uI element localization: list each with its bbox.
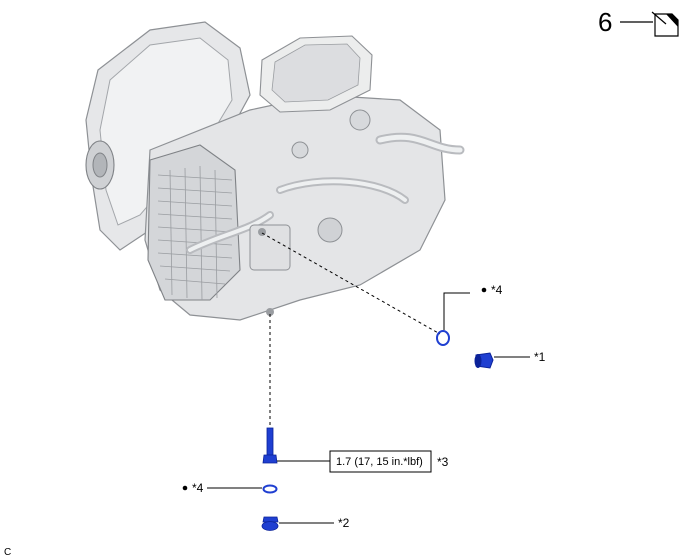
callout-2: *2 — [338, 516, 350, 530]
callout-4b-dot — [182, 485, 188, 491]
step-number: 6 — [598, 7, 612, 37]
leader-dashed-oring — [261, 232, 441, 335]
callout-3: *3 — [437, 455, 449, 469]
callout-4b: *4 — [192, 481, 204, 495]
replace-part-icon — [651, 11, 679, 37]
transaxle-illustration — [85, 21, 465, 321]
torque-box — [329, 450, 432, 473]
bolt-icon — [262, 427, 278, 464]
corner-code: C — [4, 547, 11, 558]
callout-4a-dot — [481, 287, 487, 293]
callout-4a-leader — [443, 292, 470, 330]
callout-1: *1 — [534, 350, 546, 364]
torque-spec: 1.7 (17, 15 in.*lbf) — [336, 456, 423, 468]
o-ring-icon — [262, 484, 278, 494]
gasket-plug-icon — [261, 516, 279, 531]
o-ring-icon — [436, 330, 450, 346]
drain-plug-icon — [474, 352, 494, 369]
callout-4a: *4 — [491, 283, 503, 297]
